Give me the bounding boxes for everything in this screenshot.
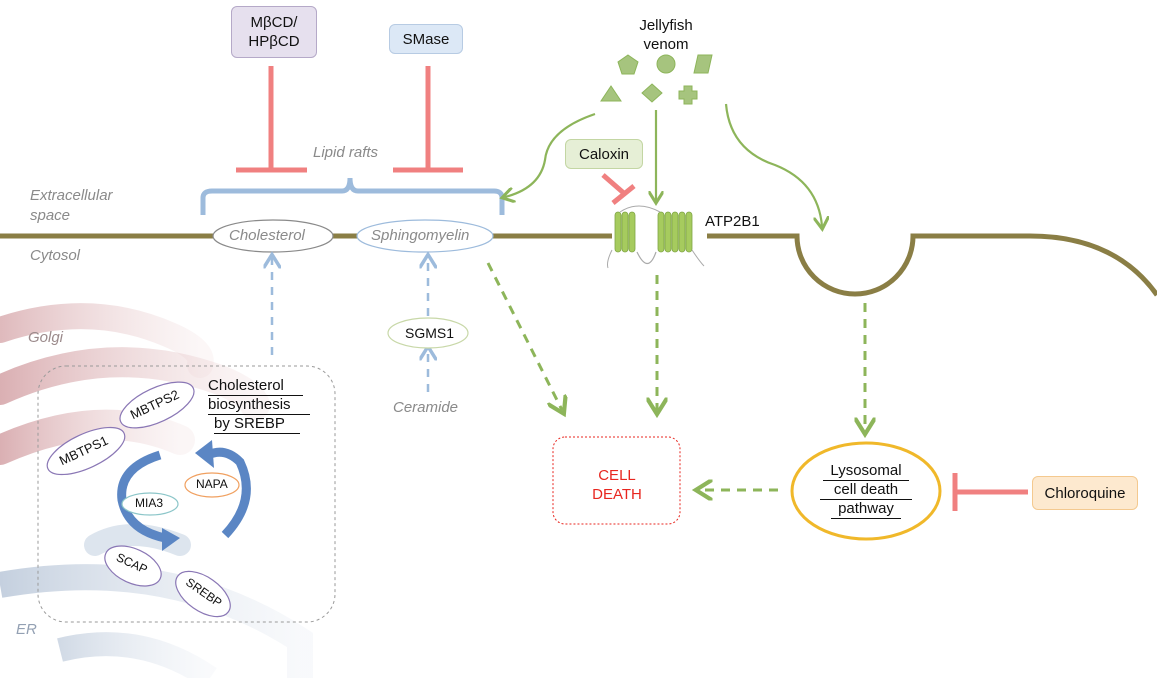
lyso-label-2: cell death [820,481,912,500]
plasma-membrane-endocytosis [707,233,1157,297]
mbcd-label-2: HPβCD [248,33,300,50]
lysosome-ring [790,441,942,541]
cholesterol-label: Cholesterol [229,227,305,244]
caloxin-label: Caloxin [578,145,630,163]
er-label: ER [16,621,37,638]
venom-label-1: Jellyfish [639,17,693,34]
death-arrows [486,262,865,490]
smase-box: SMase [389,24,463,54]
atp2b1-label: ATP2B1 [705,213,760,230]
napa-label: NAPA [196,477,228,491]
chloroquine-box: Chloroquine [1032,476,1138,510]
lyso-label-1: Lysosomal [823,462,909,481]
extracellular-label-1: Extracellular [30,187,113,204]
mia3-label: MIA3 [135,496,164,510]
cell-death-label-1: CELL [598,467,636,484]
cell-death-label: CELL DEATH [592,466,642,504]
golgi-stacks [0,303,270,465]
venom-arrows [505,103,822,226]
sgms1-label: SGMS1 [405,325,455,341]
venom-label-2: venom [643,36,689,53]
atp2b1-pump [607,205,705,269]
cholesterol-biosynthesis-3: by SREBP [214,415,300,434]
sgms1-oval [387,317,469,349]
srebp-region-box [37,365,336,623]
venom-molecules [600,54,713,105]
smase-label: SMase [402,30,450,48]
lipid-raft-bracket [200,177,505,215]
extracellular-label-2: space [30,207,71,224]
cell-death-box [552,436,681,525]
chloroquine-label: Chloroquine [1044,484,1126,502]
venom-label: Jellyfish venom [639,16,692,54]
synthesis-arrows [272,258,428,392]
cholesterol-biosynthesis-1: Cholesterol [208,377,303,396]
lipid-rafts-label: Lipid rafts [313,144,379,161]
golgi-label: Golgi [28,329,64,346]
mbcd-box: MβCD/ HPβCD [231,6,317,58]
protein-ovals [46,381,240,618]
lyso-label-3: pathway [831,500,901,519]
lysosomal-pathway-label: Lysosomal cell death pathway [820,462,912,519]
cell-death-label-2: DEATH [592,486,642,503]
caloxin-box: Caloxin [565,139,643,169]
inhibitor-bars [236,66,1028,511]
extracellular-label: Extracellular space [30,186,113,226]
cholesterol-biosynthesis-label: Cholesterol biosynthesis by SREBP [208,377,310,434]
cholesterol-biosynthesis-2: biosynthesis [208,396,310,415]
ceramide-label: Ceramide [393,399,459,416]
cycle-arrows [117,440,251,551]
cytosol-label: Cytosol [30,247,81,264]
mbcd-label-1: MβCD/ [250,14,298,31]
sphingomyelin-label: Sphingomyelin [371,227,470,244]
